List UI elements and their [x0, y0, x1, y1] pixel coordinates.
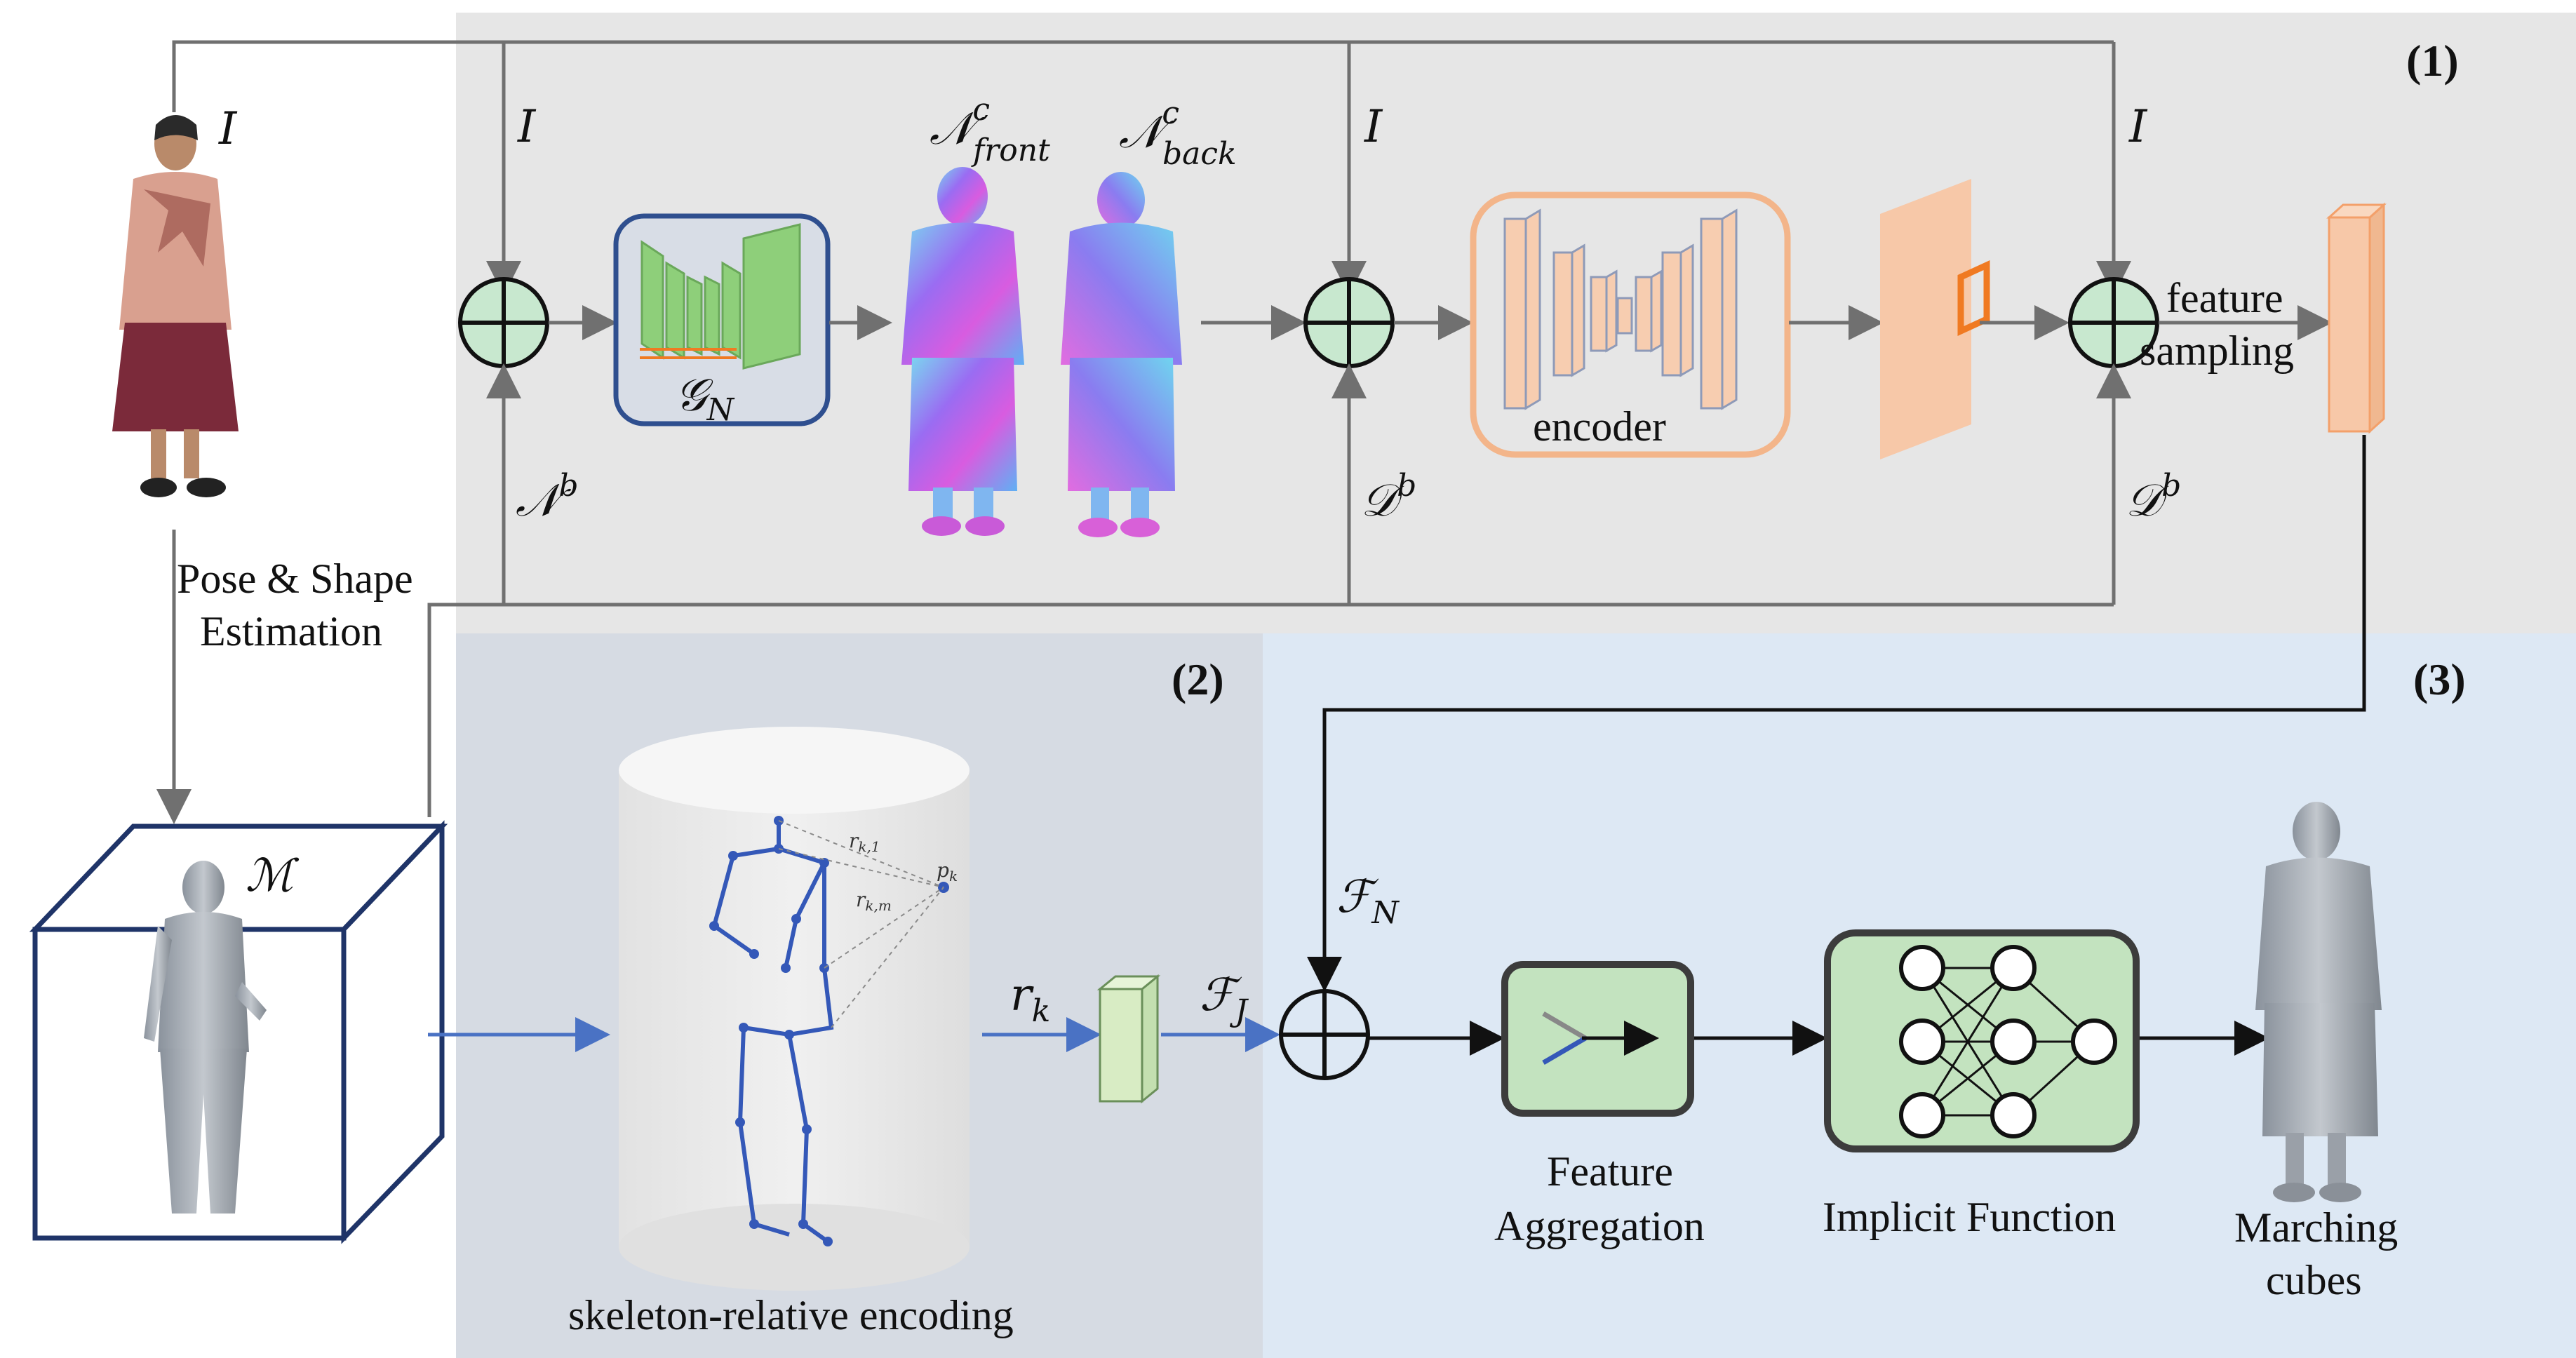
panel-2-tag: (2)	[1172, 654, 1224, 704]
concat-node-1	[458, 277, 549, 368]
feature-sampling-label-1: feature	[2166, 275, 2283, 321]
skeleton-cylinder	[619, 727, 970, 1291]
marching-cubes-label-1: Marching	[2234, 1204, 2398, 1251]
pose-shape-label-1: Pose & Shape	[177, 556, 413, 602]
skeleton-relative-rays	[778, 820, 944, 1028]
r-k-m-label: rk,m	[856, 888, 892, 914]
panel-3-tag: (3)	[2413, 654, 2466, 704]
sampled-feature-return-line	[1307, 435, 2366, 992]
normal-map-front	[901, 167, 1024, 536]
feature-map	[1880, 179, 1990, 459]
panel-1-tag: (1)	[2406, 36, 2459, 86]
encoder-box	[1470, 191, 1791, 458]
image-feed-line-top	[172, 40, 2114, 112]
smpl-body-mesh	[144, 861, 267, 1214]
reconstructed-mesh	[2255, 802, 2382, 1202]
feature-aggregation-box	[1501, 961, 1694, 1117]
feature-aggregation-label-2: Aggregation	[1494, 1203, 1705, 1249]
concat-node-2	[1303, 277, 1395, 368]
p-k-label: pk	[937, 859, 958, 885]
image-tap-3-label: I	[2128, 101, 2148, 153]
concat-node-3	[2068, 277, 2159, 368]
generator-label: 𝒢N	[675, 370, 735, 428]
sampled-feature-vector	[2326, 202, 2387, 434]
body-render-feed-line	[427, 603, 2114, 817]
skeleton-encoding-label: skeleton-relative encoding	[568, 1292, 1014, 1338]
input-image-label: I	[218, 103, 238, 155]
r-k-label: rk	[1010, 969, 1050, 1029]
implicit-function-label: Implicit Function	[1823, 1194, 2116, 1240]
concat-node-4	[1279, 989, 1370, 1080]
encoder-label: encoder	[1533, 403, 1666, 450]
pose-shape-label-2: Estimation	[200, 608, 382, 654]
normal-map-back	[1061, 172, 1182, 537]
image-tap-1-label: I	[517, 101, 537, 153]
image-tap-2-label: I	[1364, 101, 1383, 153]
r-k-1-label: rk,1	[849, 829, 880, 855]
body-mesh-label: ℳ	[246, 850, 300, 902]
implicit-function-box	[1824, 929, 2140, 1152]
feature-sampling-label-2: sampling	[2140, 328, 2294, 374]
feature-aggregation-label-1: Feature	[1547, 1148, 1673, 1195]
normal-generator-box	[613, 213, 831, 426]
joint-feature-vector	[1096, 974, 1161, 1104]
input-image-person	[112, 115, 239, 497]
marching-cubes-label-2: cubes	[2266, 1257, 2362, 1303]
